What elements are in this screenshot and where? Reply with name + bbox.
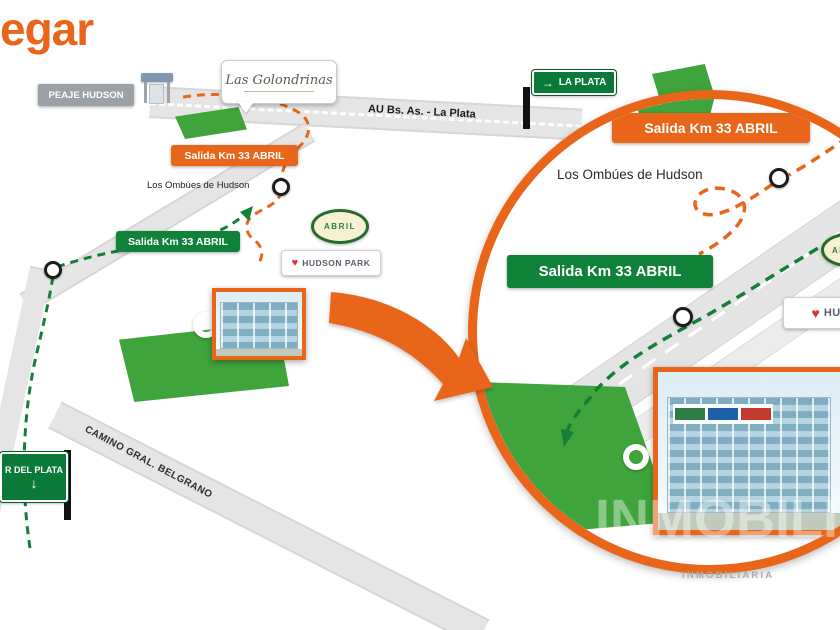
hudson-park-label: HUDSON PARK xyxy=(302,258,371,268)
zoom-route-orange-loop xyxy=(693,182,774,256)
zoom-hudson-label: HUDSON xyxy=(823,307,840,319)
sign-chip-blue xyxy=(707,408,738,420)
heart-icon: ♥ xyxy=(291,257,299,269)
zoom-circle: Salida Km 33 ABRIL Los Ombúes de Hudson … xyxy=(468,90,840,574)
salida-orange-sign: Salida Km 33 ABRIL xyxy=(171,145,298,166)
camino-belgrano-label: CAMINO GRAL. BELGRANO xyxy=(82,424,215,501)
zoom-building-ground xyxy=(658,512,840,530)
sign-chip-red xyxy=(740,408,771,420)
abril-badge: ABRIL xyxy=(311,209,369,244)
hudson-park-sign: ♥ HUDSON PARK xyxy=(281,250,381,276)
building-ground xyxy=(216,348,302,356)
toll-roof xyxy=(141,73,173,82)
right-arrow-icon: → xyxy=(541,75,554,90)
zoom-route-green-arrowhead xyxy=(561,429,574,447)
toll-booth-icon xyxy=(141,73,173,115)
exit-dot-green xyxy=(44,261,62,279)
watermark-caption: INMOBILIARIA xyxy=(682,570,775,581)
watermark-ghost: INMOBILIARIA xyxy=(595,489,840,549)
golondrinas-divider xyxy=(243,90,315,92)
toll-pillar-right xyxy=(167,82,170,103)
zoom-hudson-sign-partial: ♥ HUDSON xyxy=(783,297,840,329)
golondrinas-balloon: Las Golondrinas xyxy=(221,60,337,113)
mar-del-plata-label: R DEL PLATA xyxy=(5,464,63,475)
zoom-heart-icon: ♥ xyxy=(811,305,820,321)
zoom-green-field xyxy=(477,382,673,537)
mar-del-plata-sign: R DEL PLATA ↓ xyxy=(0,452,68,502)
road-left-south xyxy=(0,265,52,630)
zoom-route-orange-a xyxy=(788,140,840,177)
peaje-hudson-sign: PEAJE HUDSON xyxy=(38,84,134,106)
building-photo-zoom xyxy=(653,367,840,535)
building-glass xyxy=(220,302,298,349)
page-title: egar xyxy=(0,3,94,55)
sign-chip-green xyxy=(674,408,705,420)
zoom-exit-dot-green xyxy=(673,307,693,327)
down-arrow-icon: ↓ xyxy=(30,474,38,491)
la-plata-label: LA PLATA xyxy=(558,77,607,88)
zoom-salida-green-sign: Salida Km 33 ABRIL xyxy=(507,255,713,288)
toll-pillar-left xyxy=(144,82,147,103)
route-orange-b xyxy=(245,190,283,265)
zoom-exit-dot-orange xyxy=(769,168,789,188)
road-camino-belgrano xyxy=(48,401,490,630)
balloon-tail xyxy=(238,102,254,113)
zoom-building-signband xyxy=(672,403,773,425)
salida-green-sign: Salida Km 33 ABRIL xyxy=(116,231,240,252)
la-plata-signpost xyxy=(523,87,530,129)
route-green-arrowhead xyxy=(240,206,253,221)
zoom-salida-orange-sign: Salida Km 33 ABRIL xyxy=(612,113,810,143)
la-plata-sign: → LA PLATA xyxy=(532,70,616,95)
exit-dot-orange xyxy=(272,178,290,196)
zoom-ombues-label: Los Ombúes de Hudson xyxy=(557,167,703,182)
building-photo xyxy=(212,288,306,360)
zoom-route-green xyxy=(563,233,840,438)
golondrinas-name: Las Golondrinas xyxy=(225,72,333,88)
ombues-label: Los Ombúes de Hudson xyxy=(147,180,250,191)
toll-cabin xyxy=(149,84,164,104)
zoom-destination-ring xyxy=(623,444,649,470)
